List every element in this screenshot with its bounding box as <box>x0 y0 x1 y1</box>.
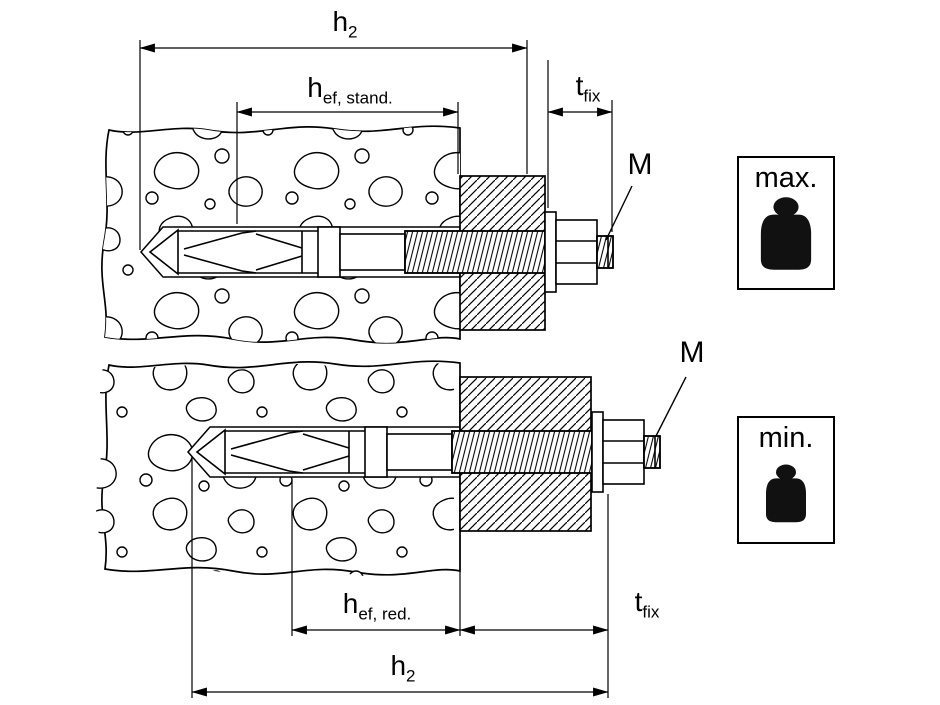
dimension-lines-bottom <box>191 376 687 698</box>
label-hef-stand: hef, stand. <box>307 72 393 108</box>
dimension-lines-top <box>139 40 633 250</box>
label-h2-top: h2 <box>332 6 358 42</box>
max-label: max. <box>754 162 818 194</box>
label-thread-size-bottom: M <box>679 336 705 369</box>
label-tfix-top: tfix <box>575 70 601 106</box>
thread-callout-line-top <box>605 185 633 241</box>
weight-light-icon <box>766 464 806 523</box>
thread-callout-line-bottom <box>655 376 687 437</box>
bottom-assembly <box>95 360 687 698</box>
top-assembly <box>101 40 633 344</box>
label-hef-red: hef, red. <box>342 588 412 624</box>
label-tfix-bottom: tfix <box>634 586 660 622</box>
min-label: min. <box>758 422 814 454</box>
min-load-badge: min. <box>737 416 835 544</box>
label-h2-bottom: h2 <box>390 650 416 686</box>
max-load-badge: max. <box>737 156 835 290</box>
weight-heavy-icon <box>760 197 812 270</box>
label-thread-size-top: M <box>627 148 653 181</box>
